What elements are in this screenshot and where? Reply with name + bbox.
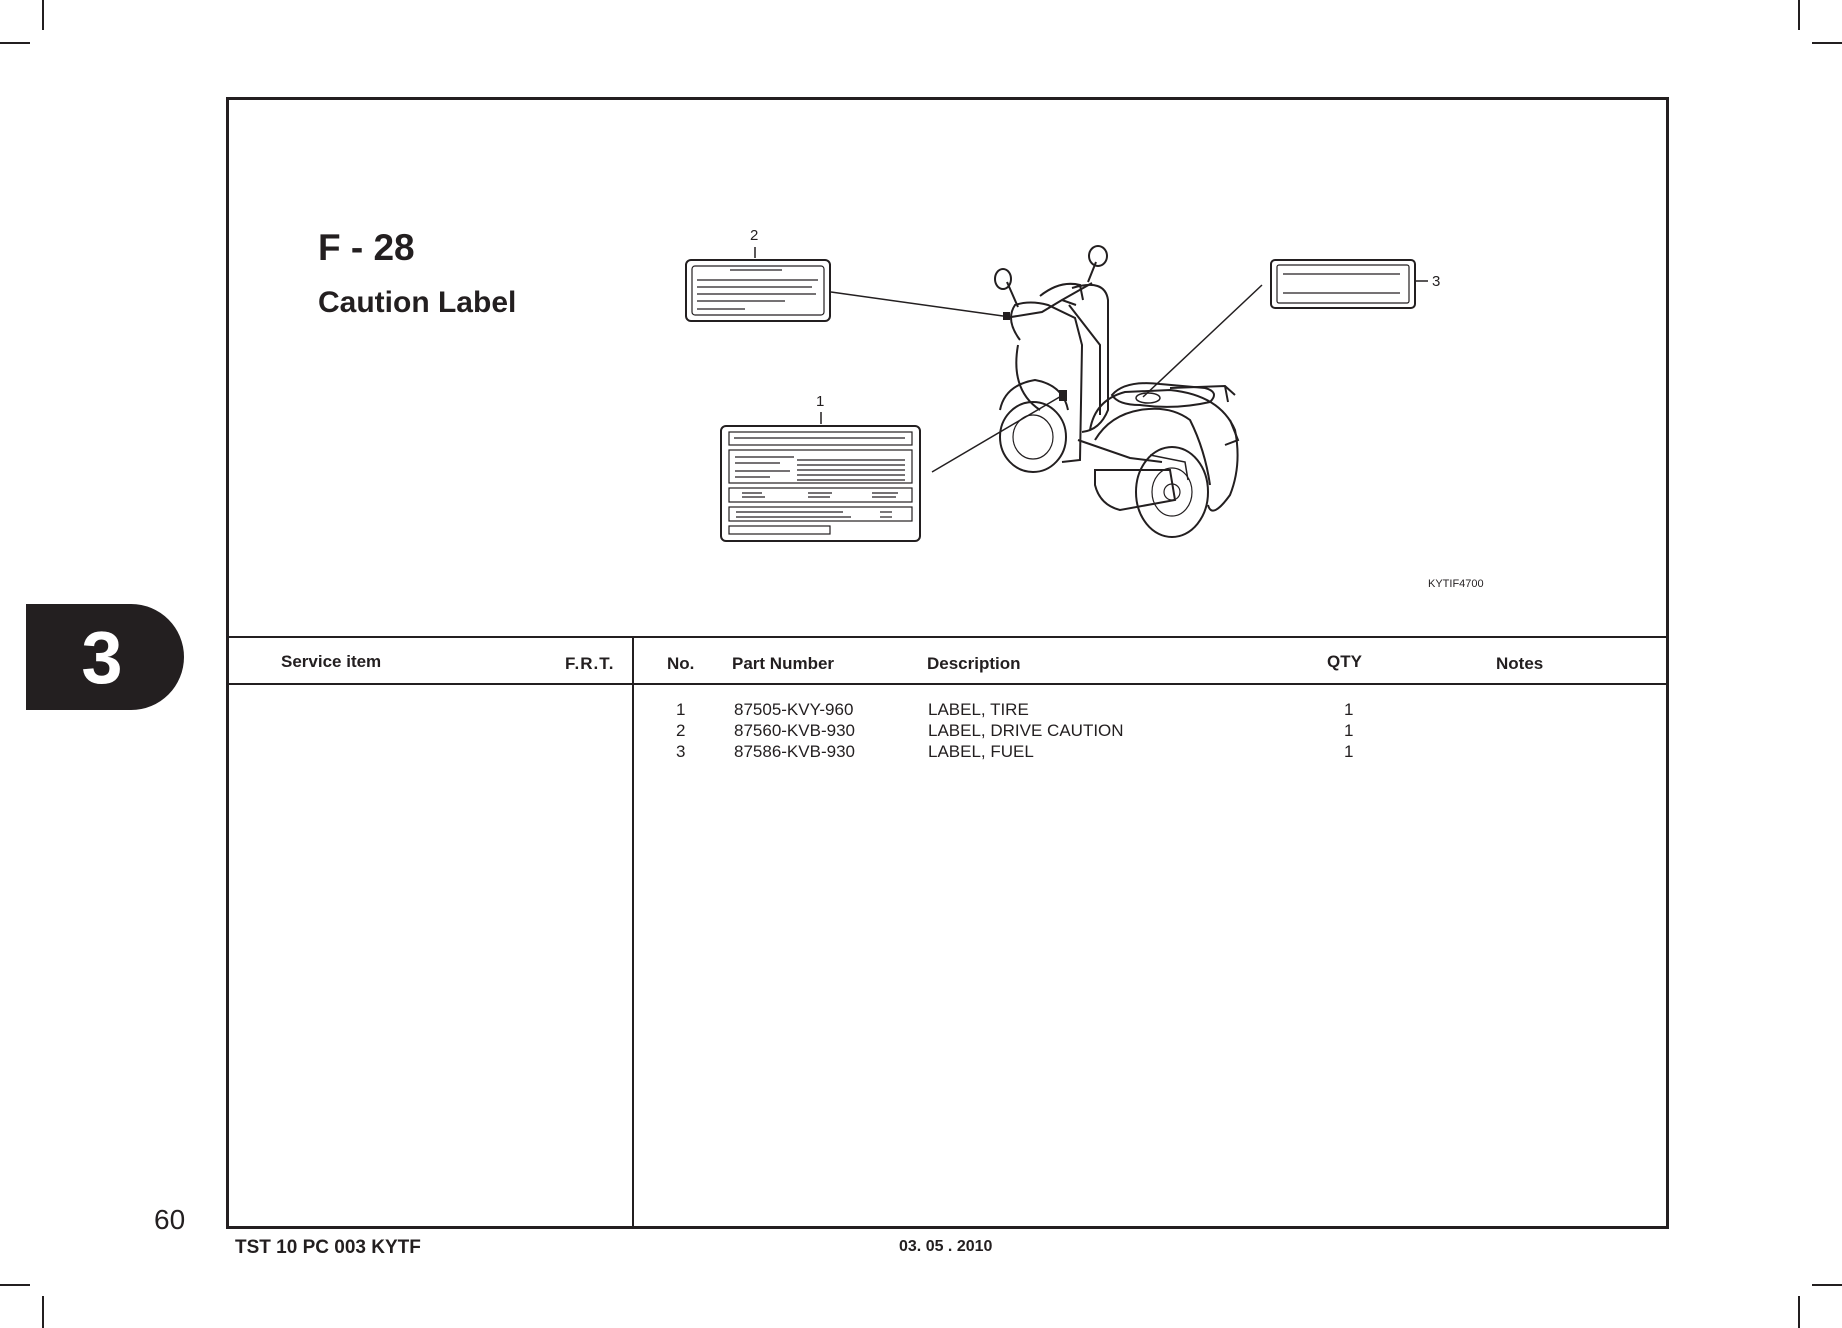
header-service-item: Service item	[281, 652, 382, 671]
row-3-description: LABEL, FUEL	[928, 742, 1034, 761]
header-description: Description	[927, 654, 1021, 673]
table-column-divider	[632, 636, 634, 1229]
crop-mark	[0, 42, 30, 44]
fuel-label-drawing	[1270, 259, 1416, 309]
row-2-description: LABEL, DRIVE CAUTION	[928, 721, 1124, 740]
crop-mark	[0, 1284, 30, 1286]
figure-number: F - 28	[318, 227, 415, 268]
header-notes: Notes	[1496, 654, 1544, 673]
page-number: 60	[154, 1204, 186, 1235]
drive-caution-label-drawing	[685, 259, 831, 322]
row-2-qty: 1	[1344, 721, 1354, 740]
row-3-part-number: 87586-KVB-930	[734, 742, 855, 761]
scooter-drawing	[994, 245, 1240, 538]
crop-mark	[42, 0, 44, 30]
callout-3: 3	[1432, 273, 1440, 290]
callout-2: 2	[750, 227, 758, 244]
row-1-part-number: 87505-KVY-960	[734, 700, 854, 719]
crop-mark	[1812, 42, 1842, 44]
page-frame	[226, 97, 1669, 1229]
crop-mark	[42, 1296, 44, 1328]
scooter-label-diagram: 1 2 3 KYTIF4700	[685, 227, 1484, 590]
diagram-code: KYTIF4700	[1428, 578, 1484, 590]
footer-doc-code: TST 10 PC 003 KYTF	[235, 1237, 421, 1258]
row-2-no: 2	[676, 721, 686, 740]
header-qty: QTY	[1327, 652, 1362, 671]
row-3-qty: 1	[1344, 742, 1354, 761]
crop-mark	[1812, 1284, 1842, 1286]
table-top-rule	[228, 636, 1667, 638]
row-1-qty: 1	[1344, 700, 1354, 719]
row-3-no: 3	[676, 742, 686, 761]
header-frt: F.R.T.	[565, 654, 615, 673]
footer-date: 03. 05 . 2010	[899, 1238, 993, 1255]
crop-mark	[1798, 0, 1800, 30]
crop-mark	[1798, 1296, 1800, 1328]
tire-label-drawing	[720, 425, 921, 542]
section-tab: 3	[26, 604, 184, 710]
header-no: No.	[667, 654, 695, 673]
header-part-number: Part Number	[732, 654, 835, 673]
row-1-description: LABEL, TIRE	[928, 700, 1029, 719]
figure-title: Caution Label	[318, 286, 517, 319]
callout-1: 1	[816, 393, 824, 410]
row-2-part-number: 87560-KVB-930	[734, 721, 855, 740]
row-1-no: 1	[676, 700, 686, 719]
table-header-rule	[228, 683, 1667, 685]
